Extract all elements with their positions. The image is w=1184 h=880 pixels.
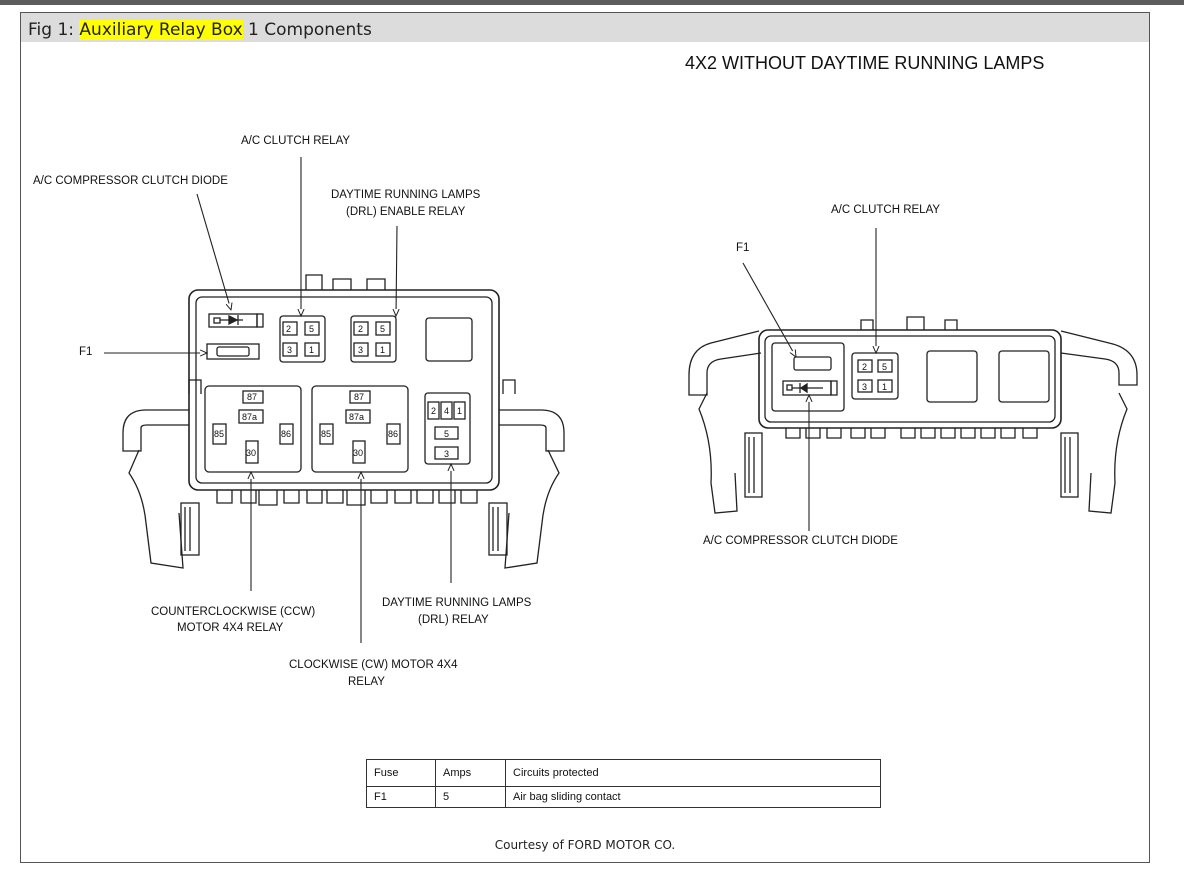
drl-relay-label-line1: DAYTIME RUNNING LAMPS bbox=[382, 597, 532, 609]
pin-30: 30 bbox=[246, 448, 256, 458]
right-relay-box bbox=[688, 316, 1138, 514]
fuse-table: Fuse Amps Circuits protected F1 5 Air ba… bbox=[366, 759, 881, 808]
pin-2: 2 bbox=[431, 406, 436, 416]
pin-85: 85 bbox=[321, 429, 331, 439]
drl-enable-relay-label-line2: (DRL) ENABLE RELAY bbox=[346, 206, 466, 218]
right-leader-lines bbox=[742, 228, 876, 531]
caption-bar: Fig 1: Auxiliary Relay Box 1 Components bbox=[21, 13, 1149, 42]
pin-5: 5 bbox=[380, 324, 385, 334]
pin-3: 3 bbox=[444, 449, 449, 459]
ccw-relay-label-line1: COUNTERCLOCKWISE (CCW) bbox=[151, 606, 315, 618]
pin-4: 4 bbox=[444, 406, 449, 416]
ac-clutch-relay-label: A/C CLUTCH RELAY bbox=[241, 135, 350, 147]
relay-box-diagram: 4X2 WITHOUT DAYTIME RUNNING LAMPS bbox=[33, 53, 1138, 688]
table-row: F1 5 Air bag sliding contact bbox=[366, 786, 881, 808]
pin-3: 3 bbox=[358, 345, 363, 355]
pin-2: 2 bbox=[358, 324, 363, 334]
table-header-cell: Fuse bbox=[366, 759, 436, 787]
pin-86: 86 bbox=[281, 429, 291, 439]
table-header-cell: Amps bbox=[435, 759, 506, 787]
drl-relay-label-line2: (DRL) RELAY bbox=[418, 614, 489, 626]
ac-compressor-clutch-diode-label: A/C COMPRESSOR CLUTCH DIODE bbox=[33, 175, 228, 187]
table-cell: Air bag sliding contact bbox=[505, 786, 881, 808]
left-pin-labels: 2 5 3 1 2 5 3 1 87 87a 85 86 30 87 87a 8… bbox=[214, 324, 462, 459]
pin-87: 87 bbox=[247, 392, 257, 402]
figure-caption: Fig 1: Auxiliary Relay Box 1 Components bbox=[28, 20, 372, 40]
table-header-row: Fuse Amps Circuits protected bbox=[366, 759, 881, 787]
table-cell: 5 bbox=[435, 786, 506, 808]
figure-panel: Fig 1: Auxiliary Relay Box 1 Components … bbox=[20, 12, 1150, 863]
left-labels: A/C CLUTCH RELAY A/C COMPRESSOR CLUTCH D… bbox=[33, 135, 532, 688]
left-leader-lines bbox=[104, 157, 451, 643]
table-header-cell: Circuits protected bbox=[505, 759, 881, 787]
window-top-bar bbox=[0, 0, 1184, 5]
right-pin-labels: 2 5 3 1 bbox=[862, 362, 887, 392]
pin-87: 87 bbox=[354, 392, 364, 402]
table-cell: F1 bbox=[366, 786, 436, 808]
pin-1: 1 bbox=[882, 382, 887, 392]
pin-85: 85 bbox=[214, 429, 224, 439]
cw-relay-label-line1: CLOCKWISE (CW) MOTOR 4X4 bbox=[289, 659, 458, 671]
pin-1: 1 bbox=[380, 345, 385, 355]
credit-line: Courtesy of FORD MOTOR CO. bbox=[494, 838, 676, 852]
left-relay-box bbox=[122, 274, 565, 569]
pin-2: 2 bbox=[286, 324, 291, 334]
diagram-heading: 4X2 WITHOUT DAYTIME RUNNING LAMPS bbox=[685, 53, 1044, 73]
pin-1: 1 bbox=[457, 406, 462, 416]
caption-highlight: Auxiliary Relay Box bbox=[79, 20, 243, 40]
caption-suffix: 1 Components bbox=[242, 20, 372, 40]
ac-clutch-relay-label: A/C CLUTCH RELAY bbox=[831, 204, 940, 216]
pin-5: 5 bbox=[444, 429, 449, 439]
ac-compressor-clutch-diode-label: A/C COMPRESSOR CLUTCH DIODE bbox=[703, 535, 898, 547]
pin-1: 1 bbox=[309, 345, 314, 355]
pin-3: 3 bbox=[862, 382, 867, 392]
cw-relay-label-line2: RELAY bbox=[348, 676, 385, 688]
caption-prefix: Fig 1: bbox=[28, 20, 80, 40]
pin-5: 5 bbox=[309, 324, 314, 334]
pin-30: 30 bbox=[353, 448, 363, 458]
drl-enable-relay-label-line1: DAYTIME RUNNING LAMPS bbox=[331, 189, 481, 201]
pin-87a: 87a bbox=[349, 412, 364, 422]
f1-label: F1 bbox=[736, 242, 749, 254]
ccw-relay-label-line2: MOTOR 4X4 RELAY bbox=[177, 622, 284, 634]
pin-3: 3 bbox=[287, 345, 292, 355]
right-labels: A/C CLUTCH RELAY F1 A/C COMPRESSOR CLUTC… bbox=[703, 204, 940, 547]
pin-86: 86 bbox=[388, 429, 398, 439]
pin-2: 2 bbox=[862, 362, 867, 372]
pin-87a: 87a bbox=[242, 412, 257, 422]
pin-5: 5 bbox=[882, 362, 887, 372]
f1-label: F1 bbox=[79, 346, 92, 358]
